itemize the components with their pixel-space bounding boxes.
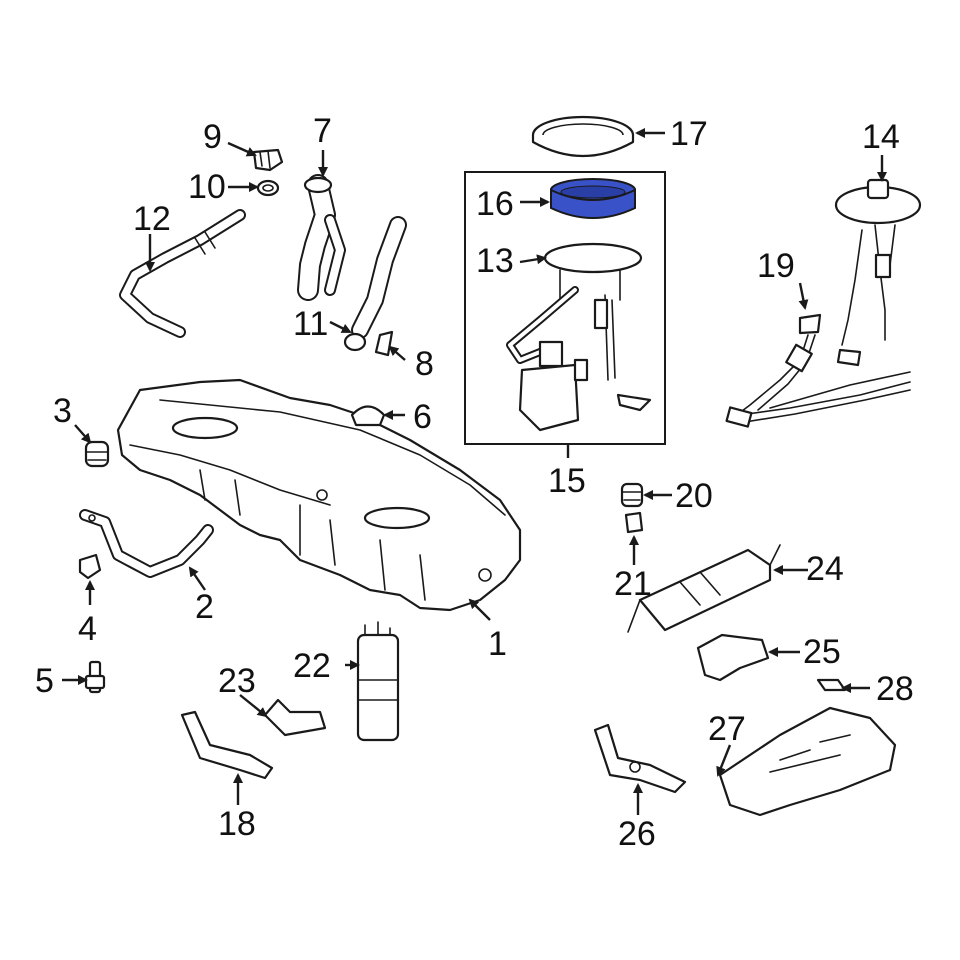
- part-25-clamp[interactable]: [696, 633, 770, 682]
- label-6: 6: [413, 398, 432, 436]
- label-12: 12: [133, 200, 171, 238]
- label-21: 21: [614, 565, 652, 603]
- part-23-bracket[interactable]: [263, 698, 327, 737]
- part-10-o-ring[interactable]: [256, 179, 280, 197]
- part-16-seal[interactable]: [550, 178, 636, 219]
- part-19-fuel-lines[interactable]: [725, 313, 911, 428]
- label-3: 3: [53, 392, 72, 430]
- part-3-grommet[interactable]: [84, 440, 110, 468]
- label-25: 25: [803, 633, 841, 671]
- label-27: 27: [708, 710, 746, 748]
- label-10: 10: [188, 168, 226, 206]
- part-1-fuel-tank[interactable]: [116, 378, 522, 612]
- label-24: 24: [806, 550, 844, 588]
- label-13: 13: [476, 242, 514, 280]
- part-17-lock-ring[interactable]: [531, 115, 635, 157]
- part-26-bracket[interactable]: [593, 723, 687, 794]
- leader-arrows: [62, 128, 887, 815]
- part-7-filler-neck[interactable]: [297, 174, 346, 301]
- label-26: 26: [618, 815, 656, 853]
- part-12-vent-pipe[interactable]: [119, 209, 246, 338]
- part-2-strap[interactable]: [79, 509, 214, 578]
- label-20: 20: [675, 477, 713, 515]
- part-4-nut[interactable]: [78, 553, 102, 580]
- part-labels: 1 2 3 4 5 6 7 8 9 10 11 12 13 14 15 16 1…: [35, 112, 914, 853]
- label-16: 16: [476, 185, 514, 223]
- label-1: 1: [488, 625, 507, 663]
- part-9-cap[interactable]: [252, 148, 284, 172]
- label-17: 17: [670, 115, 708, 153]
- label-19: 19: [757, 247, 795, 285]
- part-5-bolt[interactable]: [84, 660, 106, 694]
- part-22-canister[interactable]: [356, 621, 400, 742]
- label-28: 28: [876, 670, 914, 708]
- part-15-pump-assembly-frame: [464, 171, 666, 458]
- label-23: 23: [218, 662, 256, 700]
- part-18-bracket[interactable]: [180, 710, 274, 780]
- label-15: 15: [548, 462, 586, 500]
- label-9: 9: [203, 118, 222, 156]
- label-11: 11: [293, 305, 328, 343]
- label-5: 5: [35, 662, 54, 700]
- label-14: 14: [862, 118, 900, 156]
- part-11-hose[interactable]: [343, 216, 407, 352]
- part-6-plug[interactable]: [350, 405, 386, 427]
- label-8: 8: [415, 345, 434, 383]
- part-20-grommet[interactable]: [620, 482, 644, 508]
- part-21-nut[interactable]: [624, 511, 644, 534]
- part-28-pad[interactable]: [816, 678, 847, 692]
- part-8-clip[interactable]: [374, 330, 394, 357]
- part-27-heat-shield[interactable]: [718, 706, 897, 817]
- part-13-pump-assembly[interactable]: [506, 242, 652, 432]
- label-2: 2: [195, 588, 214, 626]
- label-18: 18: [218, 805, 256, 843]
- label-22: 22: [293, 647, 331, 685]
- label-7: 7: [313, 112, 332, 150]
- part-24-fuel-filter[interactable]: [627, 544, 781, 633]
- part-14-sender-unit[interactable]: [834, 178, 922, 367]
- label-4: 4: [78, 610, 97, 648]
